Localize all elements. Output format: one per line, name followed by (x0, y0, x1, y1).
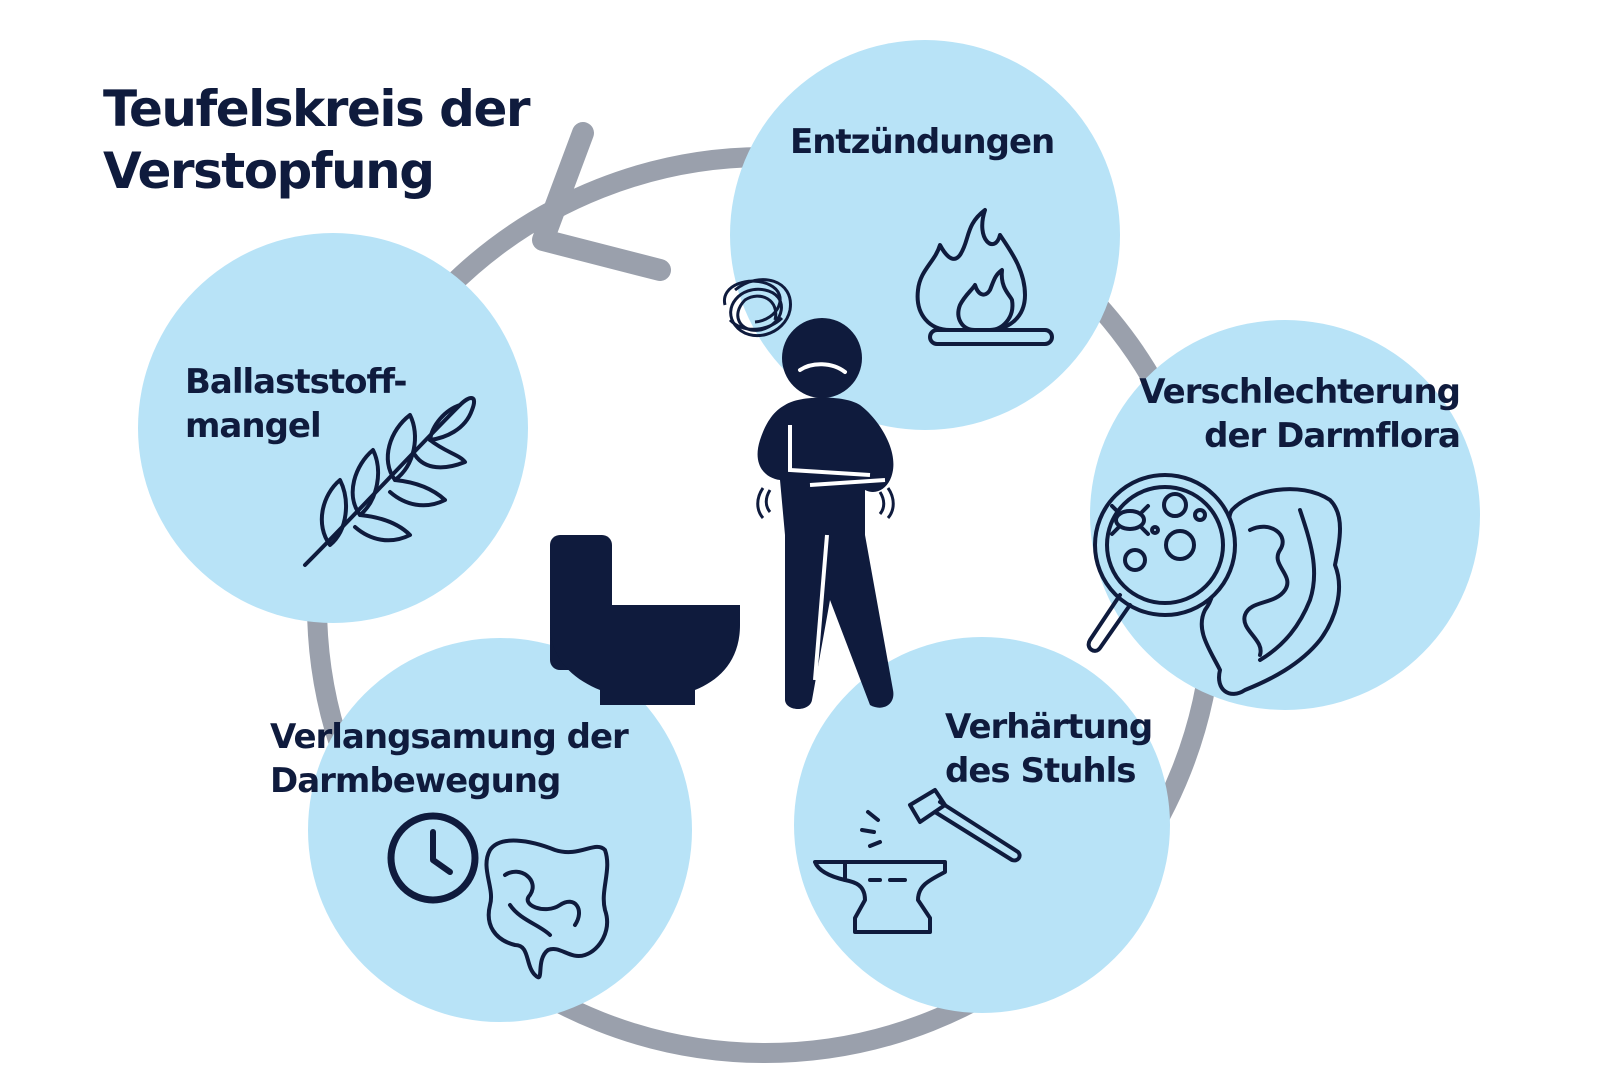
label-darmbewegung-line-2: Darmbewegung (270, 761, 561, 801)
label-ballaststoff-line-1: Ballaststoff- (185, 362, 408, 402)
node-circle-ballaststoff (138, 233, 528, 623)
cycle-arrow-head (532, 122, 671, 281)
label-stuhl-line-2: des Stuhls (945, 751, 1137, 791)
label-entzuendungen: Entzündungen (790, 120, 1055, 164)
label-darmbewegung: Verlangsamung der Darmbewegung (270, 715, 629, 803)
title-line-2: Verstopfung (103, 142, 435, 200)
hammer-anvil-icon (813, 788, 1022, 934)
node-circle-stuhl (794, 637, 1170, 1013)
fire-icon (915, 208, 1054, 346)
label-stuhl-line-1: Verhärtung (945, 707, 1153, 747)
magnifier-bacteria-intestine-icon (1086, 473, 1342, 696)
label-darmflora-line-1: Verschlechterung (1139, 372, 1461, 412)
label-darmbewegung-line-1: Verlangsamung der (270, 717, 629, 757)
label-ballaststoff: Ballaststoff- mangel (185, 360, 408, 448)
title-line-1: Teufelskreis der (103, 80, 531, 138)
label-stuhl: Verhärtung des Stuhls (945, 705, 1153, 793)
person-stomach-ache-icon (756, 318, 895, 709)
label-darmflora-line-2: der Darmflora (1204, 416, 1461, 456)
label-darmflora: Verschlechterung der Darmflora (1139, 370, 1461, 458)
node-circle-darmbewegung (308, 638, 692, 1022)
label-entzuendungen-text: Entzündungen (790, 122, 1055, 162)
clock-intestine-icon (387, 812, 610, 980)
toilet-icon (550, 535, 740, 705)
tangled-thoughts-icon (723, 278, 792, 338)
label-ballaststoff-line-2: mangel (185, 406, 322, 446)
wheat-icon (303, 396, 477, 567)
page-title: Teufelskreis der Verstopfung (103, 78, 531, 202)
